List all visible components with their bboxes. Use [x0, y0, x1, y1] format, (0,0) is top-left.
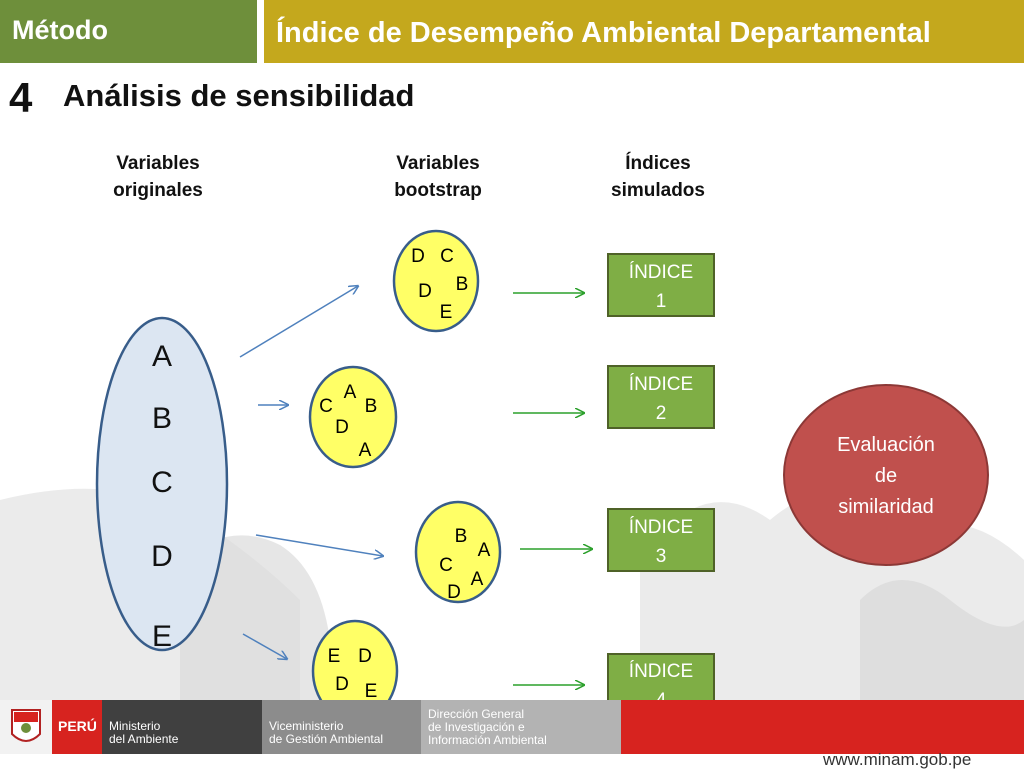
slide-title: Índice de Desempeño Ambiental Departamen… [276, 17, 931, 49]
sensitivity-diagram: A B C D E D C B D E A C B D A [95, 229, 989, 700]
bootstrap-set-3: B C A A D [414, 500, 502, 604]
footer-red-band [621, 700, 1024, 754]
svg-text:D: D [411, 246, 425, 267]
svg-text:ÍNDICE: ÍNDICE [629, 374, 693, 395]
index-box-2: ÍNDICE 2 [607, 365, 715, 429]
svg-text:D: D [358, 646, 372, 667]
svg-text:E: E [328, 646, 341, 667]
original-variable-a: A [152, 340, 172, 373]
index-box-1: ÍNDICE 1 [607, 253, 715, 317]
svg-text:3: 3 [656, 546, 667, 567]
footer-coat-of-arms [0, 700, 52, 754]
bootstrap-set-2: A C B D A [308, 365, 398, 469]
svg-text:E: E [440, 302, 453, 323]
svg-text:E: E [365, 681, 378, 700]
original-variable-c: C [151, 466, 173, 499]
section-title: Análisis de sensibilidad [63, 78, 415, 113]
svg-text:D: D [418, 281, 432, 302]
footer-direction-block: Dirección General de Investigación e Inf… [421, 700, 621, 754]
section-number: 4 [9, 74, 33, 121]
svg-text:D: D [335, 417, 349, 438]
svg-text:C: C [319, 396, 333, 417]
original-variable-e: E [152, 620, 172, 653]
svg-text:D: D [447, 582, 461, 603]
peru-label: PERÚ [58, 718, 97, 734]
original-variable-b: B [152, 402, 172, 435]
original-variable-d: D [151, 540, 173, 573]
svg-text:de: de [875, 465, 897, 487]
svg-text:B: B [365, 396, 378, 417]
website-link[interactable]: www.minam.gob.pe [823, 750, 972, 769]
svg-text:D: D [335, 674, 349, 695]
footer-ministry-block: Ministerio del Ambiente [102, 700, 262, 754]
bootstrap-set-1: D C B D E [392, 229, 480, 333]
footer-vice-ministry-block: Viceministerio de Gestión Ambiental [262, 700, 421, 754]
svg-text:ÍNDICE: ÍNDICE [629, 661, 693, 682]
svg-text:C: C [440, 246, 454, 267]
svg-text:2: 2 [656, 403, 667, 424]
svg-text:ÍNDICE: ÍNDICE [629, 517, 693, 538]
header-title-bar [264, 0, 1024, 63]
svg-text:ÍNDICE: ÍNDICE [629, 262, 693, 283]
coat-of-arms-icon [11, 709, 41, 742]
column-header-original: Variables originales [113, 153, 203, 201]
svg-text:A: A [471, 569, 484, 590]
svg-text:4: 4 [656, 690, 667, 700]
column-header-bootstrap: Variables bootstrap [394, 153, 482, 201]
svg-text:B: B [456, 274, 469, 295]
index-box-4: ÍNDICE 4 [607, 653, 715, 700]
svg-text:A: A [478, 540, 491, 561]
arrow-to-bootstrap-3 [255, 534, 383, 556]
svg-text:C: C [439, 555, 453, 576]
column-header-simulated: Índices simulados [611, 153, 705, 201]
method-label: Método [12, 15, 108, 45]
header-method-bar [0, 0, 257, 63]
similarity-evaluation-node: Evaluación de similaridad [783, 384, 989, 566]
footer-peru-block: PERÚ [52, 700, 102, 754]
arrow-to-bootstrap-4 [242, 633, 287, 659]
svg-text:B: B [455, 526, 468, 547]
svg-text:A: A [344, 382, 357, 403]
original-variables-node: A B C D E [95, 316, 229, 653]
svg-text:Evaluación: Evaluación [837, 434, 935, 456]
svg-text:1: 1 [656, 291, 667, 312]
arrow-to-bootstrap-1 [239, 286, 358, 358]
svg-text:similaridad: similaridad [838, 496, 934, 518]
index-box-3: ÍNDICE 3 [607, 508, 715, 572]
svg-text:A: A [359, 440, 372, 461]
bootstrap-set-4: E D D E C [311, 619, 399, 700]
